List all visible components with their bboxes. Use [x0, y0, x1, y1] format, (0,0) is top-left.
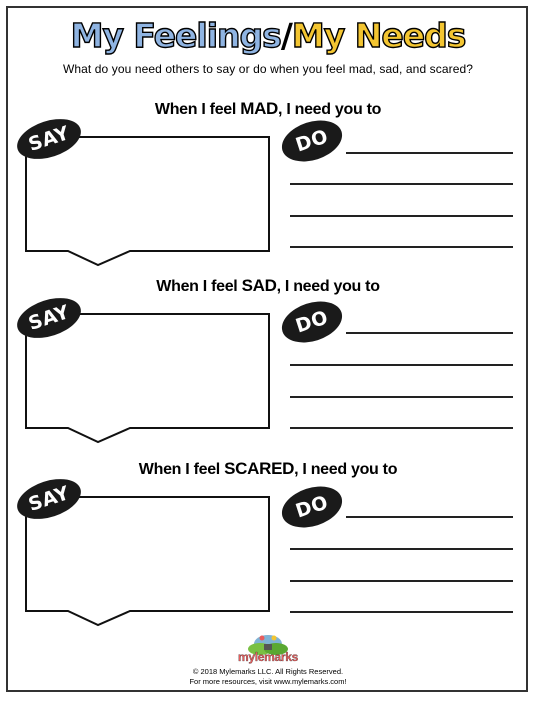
do-writing-line[interactable]: [290, 580, 513, 582]
do-writing-line[interactable]: [290, 427, 513, 429]
speech-bubble-outline: [25, 496, 270, 627]
do-writing-line[interactable]: [290, 215, 513, 217]
page-title: My Feelings/My Needs: [0, 14, 536, 58]
do-writing-line[interactable]: [290, 183, 513, 185]
say-writing-box-mad[interactable]: [24, 135, 271, 267]
do-writing-line[interactable]: [346, 516, 513, 518]
do-writing-line[interactable]: [290, 548, 513, 550]
page-border: [6, 6, 528, 692]
heading-prefix: When I feel: [156, 278, 242, 295]
footer-copyright: © 2018 Mylemarks LLC. All Rights Reserve…: [192, 667, 344, 676]
logo-illustration: [248, 635, 288, 655]
heading-emotion: SAD: [241, 276, 277, 295]
heading-suffix: , I need you to: [294, 461, 398, 478]
footer-resources: For more resources, visit www.mylemarks.…: [189, 677, 347, 686]
mylemarks-logo: mylemarks: [226, 630, 310, 666]
speech-bubble-outline: [25, 136, 270, 267]
heading-emotion: SCARED: [224, 459, 295, 478]
section-heading-sad: When I feel SAD, I need you to: [0, 276, 536, 296]
heading-prefix: When I feel: [154, 101, 241, 118]
speech-bubble-outline: [25, 313, 270, 444]
title-needs: My Needs: [291, 15, 467, 55]
heading-suffix: , I need you to: [278, 101, 382, 118]
heading-prefix: When I feel: [138, 461, 225, 478]
do-writing-line[interactable]: [346, 152, 513, 154]
logo-wordmark: mylemarks: [237, 650, 299, 664]
do-writing-line[interactable]: [290, 611, 513, 613]
heading-suffix: , I need you to: [276, 278, 380, 295]
do-writing-line[interactable]: [290, 364, 513, 366]
do-writing-line[interactable]: [346, 332, 513, 334]
say-writing-box-sad[interactable]: [24, 312, 271, 444]
page-subtitle: What do you need others to say or do whe…: [62, 62, 474, 76]
section-heading-mad: When I feel MAD, I need you to: [0, 99, 536, 119]
say-writing-box-scared[interactable]: [24, 495, 271, 627]
do-writing-line[interactable]: [290, 396, 513, 398]
do-writing-line[interactable]: [290, 246, 513, 248]
section-heading-scared: When I feel SCARED, I need you to: [0, 459, 536, 479]
title-slash: /: [280, 16, 293, 55]
title-feelings: My Feelings: [70, 15, 283, 55]
heading-emotion: MAD: [240, 99, 279, 118]
